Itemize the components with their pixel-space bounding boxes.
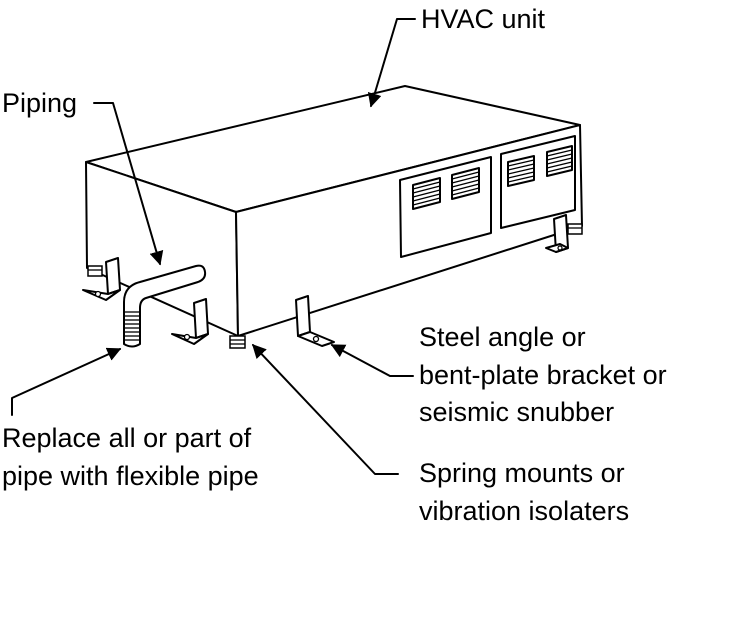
flexible-pipe	[123, 264, 207, 348]
leader-spring-mounts	[252, 343, 399, 475]
label-hvac-unit: HVAC unit	[421, 4, 546, 34]
hvac-unit	[85, 85, 583, 337]
bracket-front	[295, 295, 335, 347]
leader-lines	[11, 18, 416, 475]
leader-flexible-pipe	[11, 347, 122, 416]
label-spring-line2: vibration isolaters	[419, 496, 629, 526]
leader-steel-angle	[330, 344, 414, 377]
steel-angle-brackets	[82, 214, 569, 347]
spring-mount-right	[567, 223, 583, 235]
label-steel-angle-line3: seismic snubber	[419, 397, 614, 427]
spring-mounts	[87, 223, 583, 349]
bracket-left-rear	[82, 257, 121, 301]
label-piping: Piping	[2, 88, 77, 118]
bracket-right	[545, 214, 569, 253]
label-replace-line2: pipe with flexible pipe	[2, 461, 259, 491]
label-steel-angle-line2: bent-plate bracket or	[419, 360, 667, 390]
louver-vents	[412, 145, 573, 210]
labels: HVAC unit Piping Steel angle or bent-pla…	[2, 4, 667, 526]
leader-piping	[93, 102, 164, 266]
leader-hvac-unit	[367, 18, 416, 108]
label-steel-angle-line1: Steel angle or	[419, 322, 586, 352]
label-spring-line1: Spring mounts or	[419, 458, 625, 488]
spring-mount-front	[229, 335, 246, 349]
flexible-section-ribs	[124, 311, 140, 341]
spring-mount-left	[87, 265, 103, 277]
bracket-left-front	[171, 298, 209, 345]
label-replace-line1: Replace all or part of	[2, 423, 252, 453]
